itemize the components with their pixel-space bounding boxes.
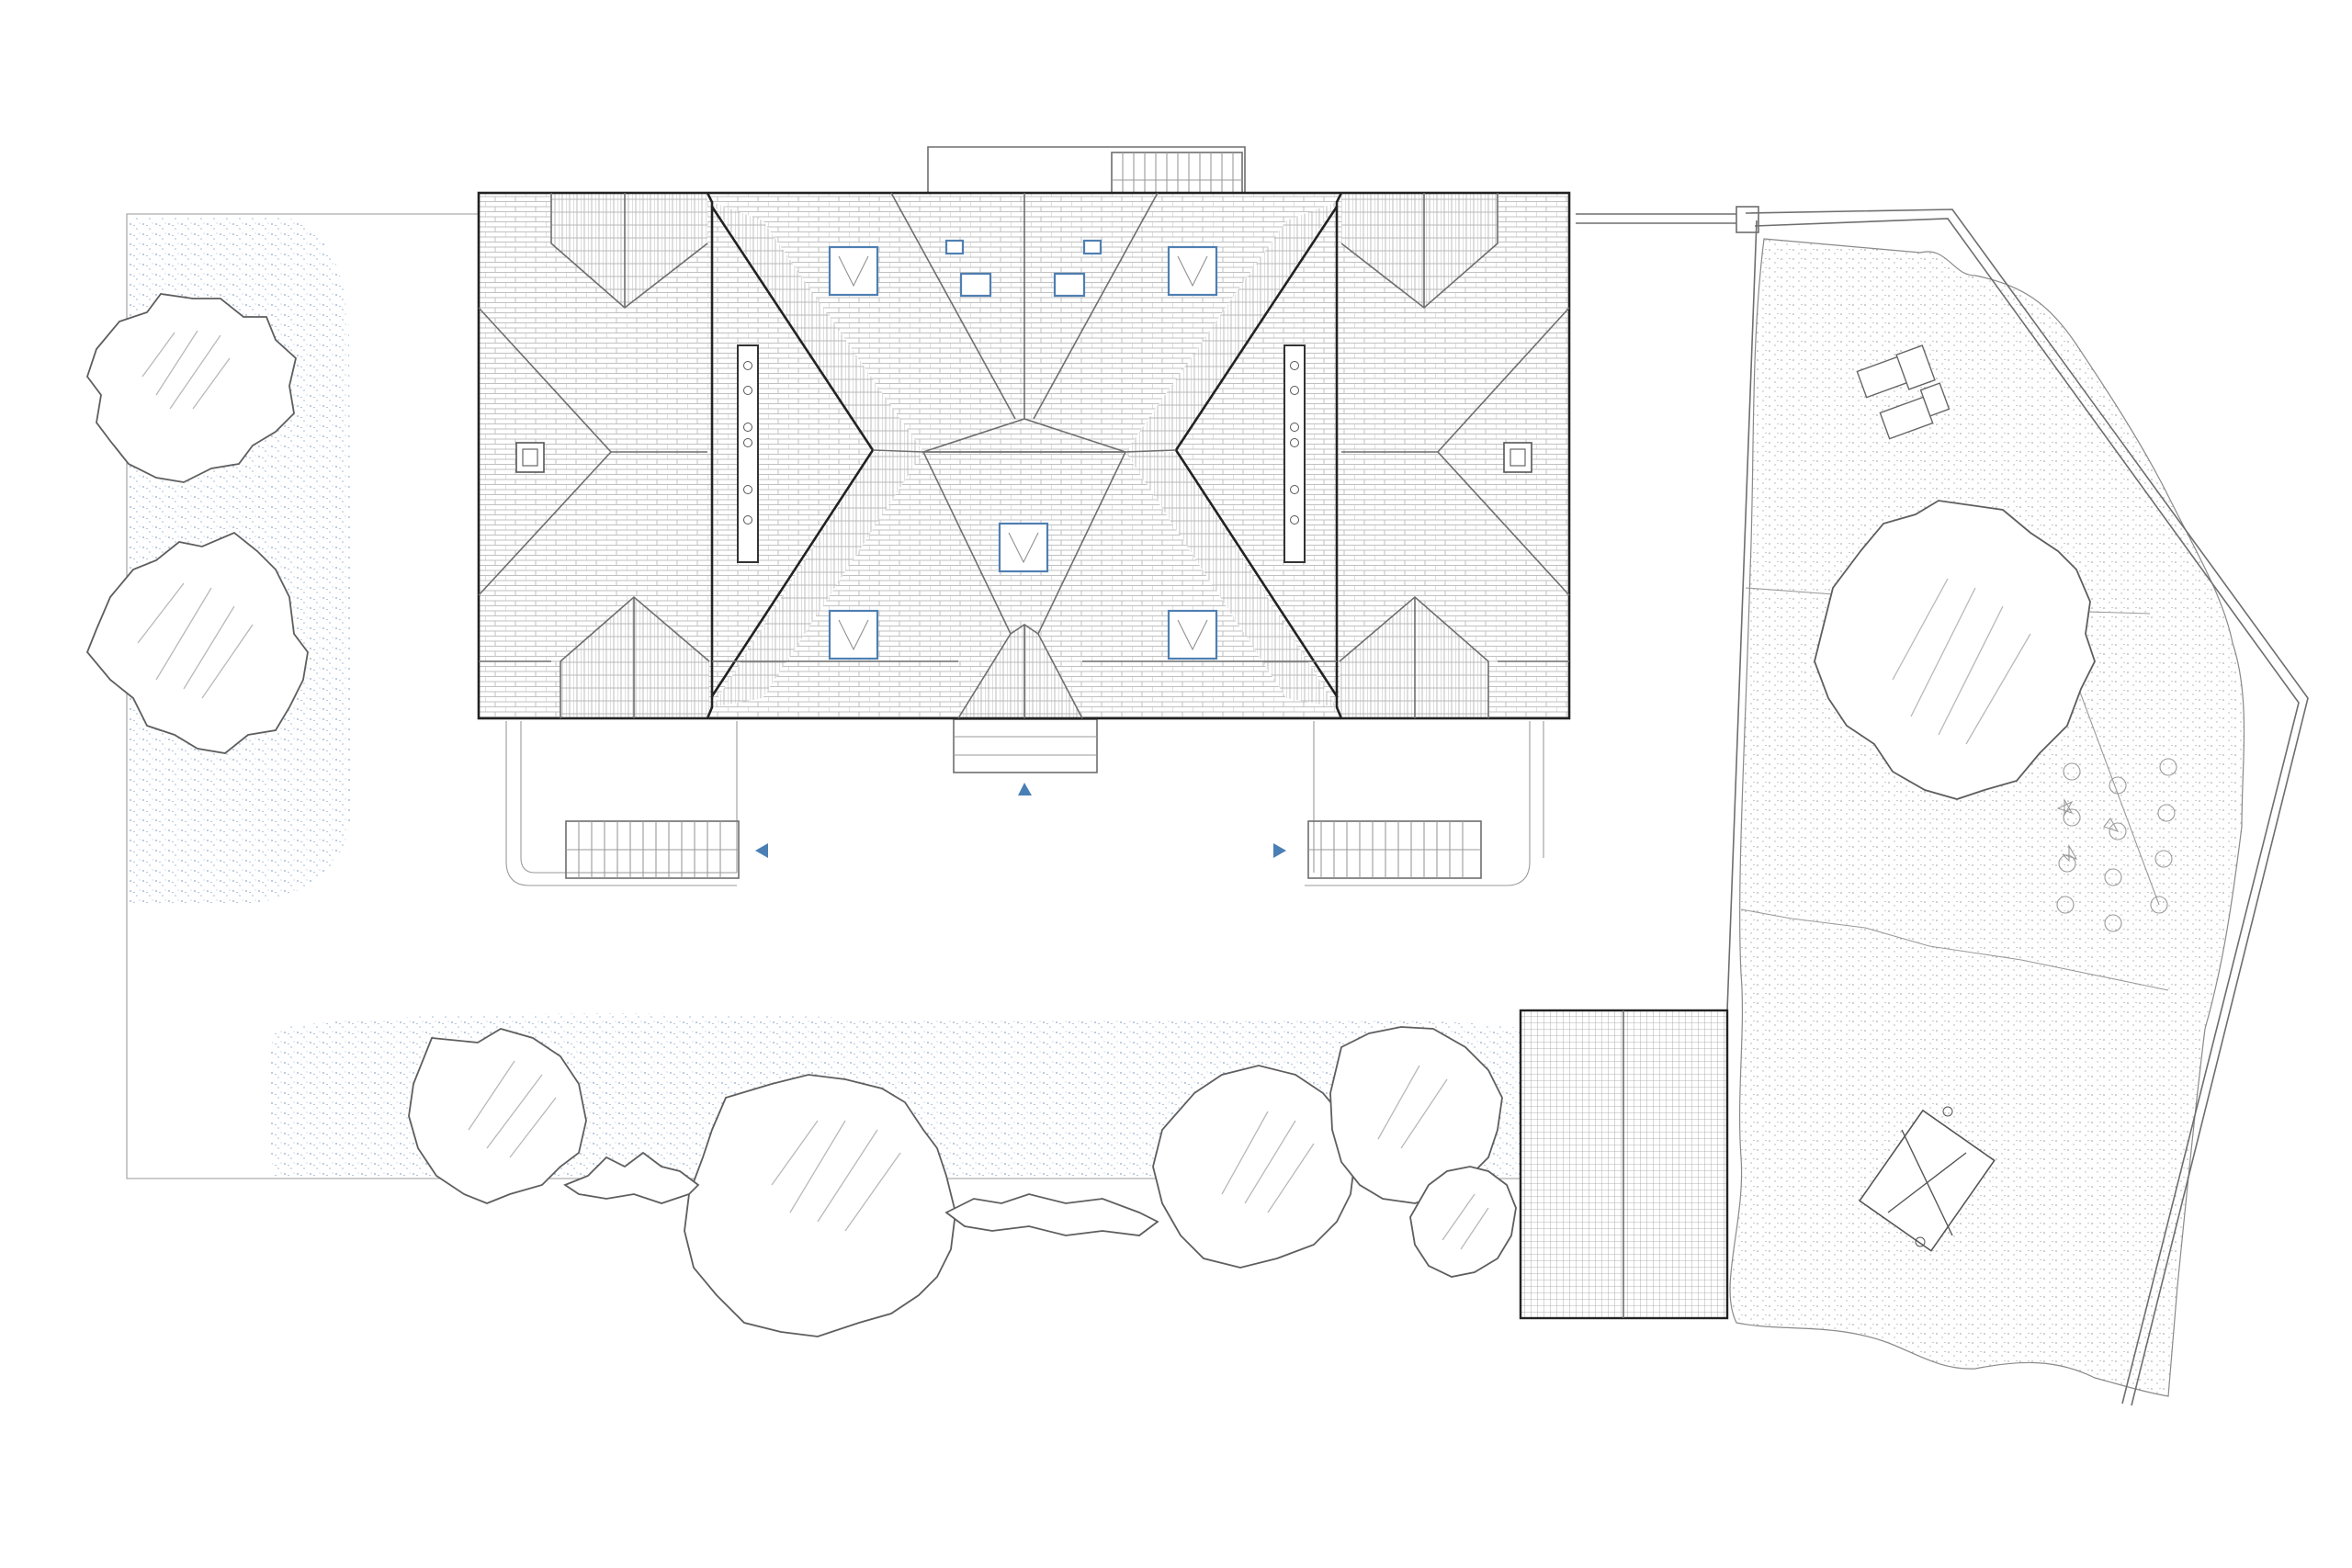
chimney-strip-left: [737, 344, 759, 563]
main-roof: [477, 191, 1571, 720]
entrance-arrow-right-icon: [1273, 843, 1286, 858]
roof-vent: [515, 442, 545, 473]
hedge: [944, 1193, 1159, 1236]
chimney-strip-right: [1283, 344, 1306, 563]
skylight: [998, 522, 1049, 573]
tree: [1814, 500, 2096, 800]
skylight-small: [944, 239, 1102, 298]
roof-vent: [1503, 442, 1532, 473]
skylight: [828, 245, 879, 297]
tree: [1409, 1166, 1517, 1278]
tree: [85, 293, 297, 483]
tree: [1152, 1065, 1356, 1269]
tree: [408, 1028, 587, 1204]
entrance-walkways: [505, 721, 1544, 886]
skylight: [1167, 609, 1218, 660]
garden-right: [1729, 238, 2245, 1397]
garden-table-set: [1856, 344, 1951, 440]
hedge: [563, 1151, 700, 1204]
stair-top: [927, 146, 1246, 194]
entrance-arrow-left-icon: [755, 843, 768, 858]
stair-right: [1307, 820, 1482, 879]
garden-shed: [1858, 1106, 1996, 1252]
tree: [85, 531, 309, 754]
skylight: [828, 609, 879, 660]
skylight: [1167, 245, 1218, 297]
garden-plants: [2056, 758, 2177, 932]
stair-left: [565, 820, 740, 879]
carport-roof: [1519, 1009, 1729, 1320]
entrance-arrow-up-icon: [1018, 783, 1032, 795]
tree: [684, 1074, 956, 1337]
main-entry-steps: [953, 718, 1098, 773]
